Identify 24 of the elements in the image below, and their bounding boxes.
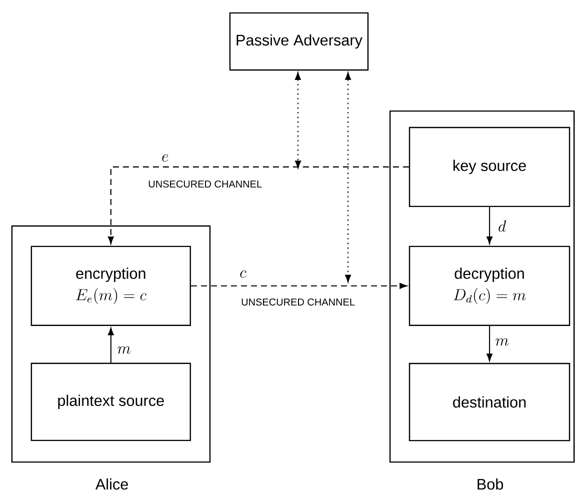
process-box: key source bbox=[408, 126, 570, 208]
double-arrow bbox=[345, 72, 351, 282]
party-name: Alice bbox=[95, 478, 128, 490]
arrow bbox=[108, 328, 114, 363]
process-box: encryption $E_e(m) = c$ bbox=[30, 246, 191, 326]
party-box bbox=[11, 225, 211, 463]
party-box bbox=[389, 110, 575, 463]
process-box: Passive Adversary bbox=[229, 12, 369, 71]
party-name: Bob bbox=[478, 478, 504, 490]
edge-label: $m$ bbox=[118, 346, 130, 354]
arrow bbox=[190, 282, 408, 289]
arrow bbox=[486, 207, 492, 244]
edge-label: $d$ bbox=[498, 220, 506, 232]
process-box: plaintext source bbox=[30, 362, 191, 442]
channel-label: UNSECURED CHANNEL bbox=[242, 298, 355, 306]
edge-label: $m$ bbox=[496, 338, 508, 346]
arrow bbox=[486, 326, 492, 362]
channel-label: UNSECURED CHANNEL bbox=[148, 180, 262, 188]
double-arrow bbox=[294, 72, 301, 168]
edge-label: $c$ bbox=[240, 270, 246, 278]
process-box: decryption $D_d(c) = m$ bbox=[408, 246, 570, 326]
process-box: destination bbox=[408, 362, 570, 442]
edge-label: $e$ bbox=[162, 154, 168, 162]
arrow bbox=[108, 166, 409, 244]
